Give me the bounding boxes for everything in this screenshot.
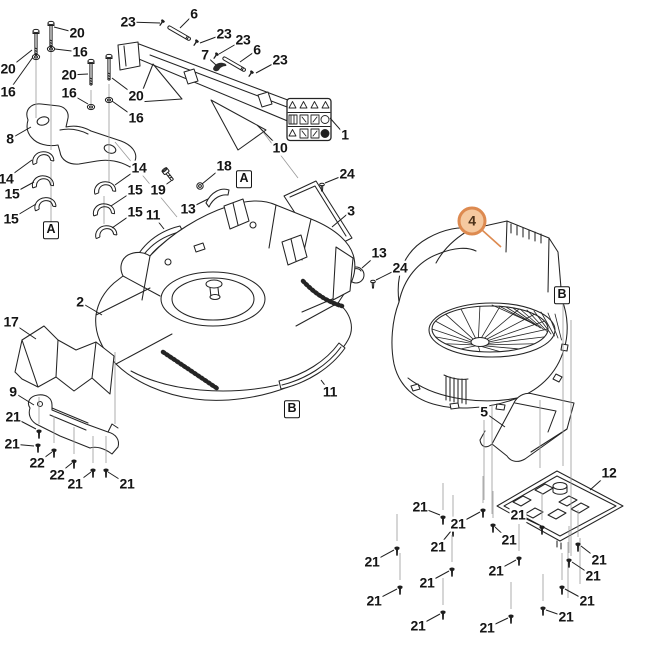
part-callout-21[interactable]: 21 bbox=[4, 408, 22, 425]
part-callout-21[interactable]: 21 bbox=[409, 617, 427, 634]
part-callout-3[interactable]: 3 bbox=[346, 202, 356, 219]
part-callout-20[interactable]: 20 bbox=[68, 24, 86, 41]
part-callout-11[interactable]: 11 bbox=[321, 383, 339, 400]
blade-mounting-bar bbox=[28, 395, 118, 454]
warning-pictogram-icons bbox=[289, 115, 329, 138]
part-callout-12[interactable]: 12 bbox=[600, 464, 618, 481]
part-callout-21[interactable]: 21 bbox=[578, 592, 596, 609]
part-callout-23[interactable]: 23 bbox=[271, 51, 289, 68]
part-callout-17[interactable]: 17 bbox=[2, 313, 20, 330]
mower-deck bbox=[96, 199, 355, 400]
part-callout-21[interactable]: 21 bbox=[363, 553, 381, 570]
part-callout-21[interactable]: 21 bbox=[365, 592, 383, 609]
part-callout-23[interactable]: 23 bbox=[234, 31, 252, 48]
part-callout-11[interactable]: 11 bbox=[144, 206, 162, 223]
part-callout-24[interactable]: 24 bbox=[338, 165, 356, 182]
part-callout-13[interactable]: 13 bbox=[179, 200, 197, 217]
bottom-plate bbox=[497, 471, 623, 549]
section-ref-A: A bbox=[235, 170, 253, 188]
part-callout-14[interactable]: 14 bbox=[130, 159, 148, 176]
fan-spokes bbox=[431, 305, 549, 353]
part-callout-16[interactable]: 16 bbox=[71, 43, 89, 60]
part-callout-21[interactable]: 21 bbox=[66, 475, 84, 492]
part-callout-18[interactable]: 18 bbox=[215, 157, 233, 174]
part-callout-7[interactable]: 7 bbox=[200, 46, 210, 63]
part-callout-2[interactable]: 2 bbox=[75, 293, 85, 310]
part-callout-8[interactable]: 8 bbox=[5, 130, 15, 147]
part-callout-23[interactable]: 23 bbox=[119, 13, 137, 30]
spacer-part13 bbox=[206, 189, 229, 207]
part-callout-20[interactable]: 20 bbox=[0, 60, 17, 77]
part-callout-16[interactable]: 16 bbox=[0, 83, 17, 100]
part-callout-16[interactable]: 16 bbox=[60, 84, 78, 101]
front-deflector bbox=[15, 326, 114, 394]
part-callout-4-selected[interactable]: 4 bbox=[457, 206, 487, 236]
part-callout-21[interactable]: 21 bbox=[118, 475, 136, 492]
part-callout-14[interactable]: 14 bbox=[0, 171, 15, 187]
part-callout-21[interactable]: 21 bbox=[411, 498, 429, 515]
handlebar-bracket-upper bbox=[118, 42, 324, 150]
part-callout-22[interactable]: 22 bbox=[28, 454, 46, 471]
part-callout-15[interactable]: 15 bbox=[126, 181, 144, 198]
part-callout-23[interactable]: 23 bbox=[215, 25, 233, 42]
part-callout-15[interactable]: 15 bbox=[3, 185, 21, 202]
part-callout-15[interactable]: 15 bbox=[2, 210, 20, 227]
part-callout-21[interactable]: 21 bbox=[590, 551, 608, 568]
part-callout-22[interactable]: 22 bbox=[48, 466, 66, 483]
part-callout-21[interactable]: 21 bbox=[584, 567, 602, 584]
part-callout-21[interactable]: 21 bbox=[500, 531, 518, 548]
part-callout-24[interactable]: 24 bbox=[391, 259, 409, 276]
part-callout-15[interactable]: 15 bbox=[126, 203, 144, 220]
part-callout-6[interactable]: 6 bbox=[189, 5, 199, 22]
section-ref-B: B bbox=[553, 286, 571, 304]
part-callout-6[interactable]: 6 bbox=[252, 41, 262, 58]
part-callout-20[interactable]: 20 bbox=[127, 87, 145, 104]
part-callout-9[interactable]: 9 bbox=[8, 383, 18, 400]
warning-triangle-icons bbox=[289, 102, 329, 137]
part-callout-20[interactable]: 20 bbox=[60, 66, 78, 83]
part-callout-21[interactable]: 21 bbox=[3, 435, 21, 452]
part-callout-1[interactable]: 1 bbox=[340, 126, 350, 143]
part-callout-21[interactable]: 21 bbox=[429, 538, 447, 555]
part-callout-10[interactable]: 10 bbox=[271, 139, 289, 156]
part-callout-21[interactable]: 21 bbox=[418, 574, 436, 591]
part-callout-21[interactable]: 21 bbox=[487, 562, 505, 579]
part-callout-21[interactable]: 21 bbox=[478, 619, 496, 636]
fan-vanes bbox=[491, 304, 562, 341]
part-callout-13[interactable]: 13 bbox=[370, 244, 388, 261]
section-ref-B: B bbox=[283, 400, 301, 418]
part-callout-5[interactable]: 5 bbox=[479, 403, 489, 420]
part-callout-19[interactable]: 19 bbox=[149, 181, 167, 198]
part-callout-21[interactable]: 21 bbox=[509, 506, 527, 523]
section-ref-A: A bbox=[42, 221, 60, 239]
part-callout-16[interactable]: 16 bbox=[127, 109, 145, 126]
discharge-chute bbox=[480, 393, 574, 461]
part-callout-21[interactable]: 21 bbox=[557, 608, 575, 625]
rear-trim-right bbox=[279, 343, 345, 389]
part-callout-21[interactable]: 21 bbox=[449, 515, 467, 532]
